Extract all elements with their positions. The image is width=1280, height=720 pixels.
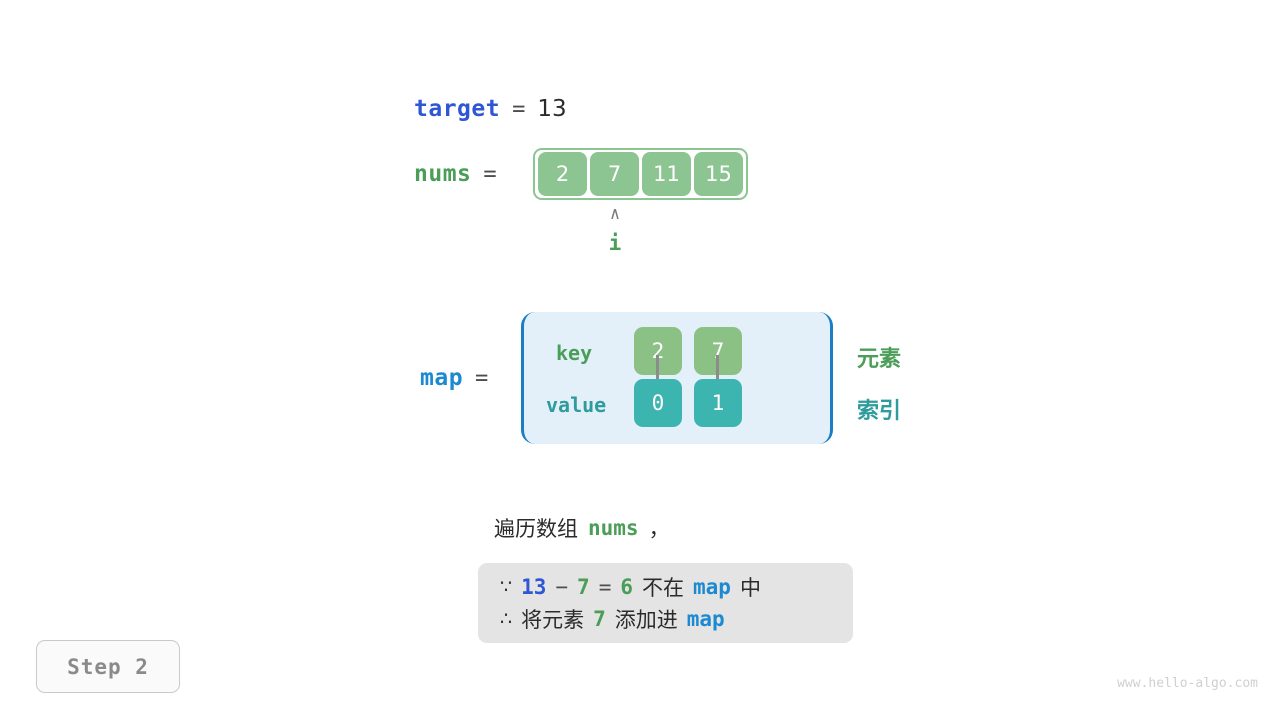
step-badge: Step 2 — [36, 640, 180, 693]
note-line-therefore: ∴ 将元素 7 添加进 map — [500, 603, 831, 635]
key-to-value-arrow-icon — [651, 355, 664, 390]
note-added-value: 7 — [593, 607, 606, 631]
index-pointer: ∧ i — [588, 206, 642, 256]
map-element-side-label: 元素 — [857, 347, 902, 372]
key-to-value-arrow-icon — [711, 355, 724, 390]
array-cell: 15 — [694, 152, 743, 196]
note-complement-value: 6 — [620, 575, 634, 599]
note-text-in: 中 — [739, 576, 761, 600]
note-map-word: map — [686, 607, 725, 631]
caption-variable: nums — [588, 516, 639, 540]
watermark: www.hello-algo.com — [1117, 676, 1258, 691]
note-line-because: ∵ 13 − 7 = 6 不在 map 中 — [500, 571, 831, 603]
target-variable-name: target — [414, 96, 501, 122]
because-symbol-icon: ∵ — [500, 576, 513, 598]
note-map-word: map — [693, 575, 731, 599]
map-row: map = — [420, 362, 500, 394]
nums-variable-name: nums — [414, 161, 472, 187]
target-row: target = 13 — [414, 92, 567, 126]
map-value-cell: 0 — [634, 379, 682, 427]
caption-prefix: 遍历数组 — [494, 517, 578, 541]
note-text-not-in: 不在 — [642, 576, 685, 600]
map-equals-sign: = — [475, 365, 489, 391]
nums-row: nums = — [414, 157, 509, 191]
map-index-side-label: 索引 — [857, 399, 902, 424]
note-current-element: 7 — [577, 575, 590, 599]
array-cell: 2 — [538, 152, 587, 196]
note-target-value: 13 — [521, 575, 547, 599]
nums-equals-sign: = — [483, 161, 497, 187]
note-equals-operator: = — [598, 575, 612, 599]
explanation-note-box: ∵ 13 − 7 = 6 不在 map 中 ∴ 将元素 7 添加进 map — [478, 563, 853, 643]
target-equals-sign: = — [512, 96, 526, 122]
caret-up-icon: ∧ — [609, 204, 621, 224]
map-key-row-label: key — [556, 341, 593, 365]
caption-line: 遍历数组 nums ， — [494, 513, 670, 543]
array-cell: 7 — [590, 152, 639, 196]
target-value: 13 — [537, 96, 567, 122]
map-variable-name: map — [420, 365, 464, 391]
therefore-symbol-icon: ∴ — [500, 608, 513, 630]
map-value-cell: 1 — [694, 379, 742, 427]
note-text-add-element: 将元素 — [521, 608, 585, 632]
map-value-row-label: value — [546, 393, 607, 417]
nums-array-container: 2 7 11 15 — [533, 148, 748, 200]
note-minus-operator: − — [555, 575, 569, 599]
caption-suffix: ， — [648, 517, 670, 541]
pointer-label: i — [608, 231, 622, 255]
note-text-add-into: 添加进 — [614, 608, 678, 632]
array-cell: 11 — [642, 152, 691, 196]
